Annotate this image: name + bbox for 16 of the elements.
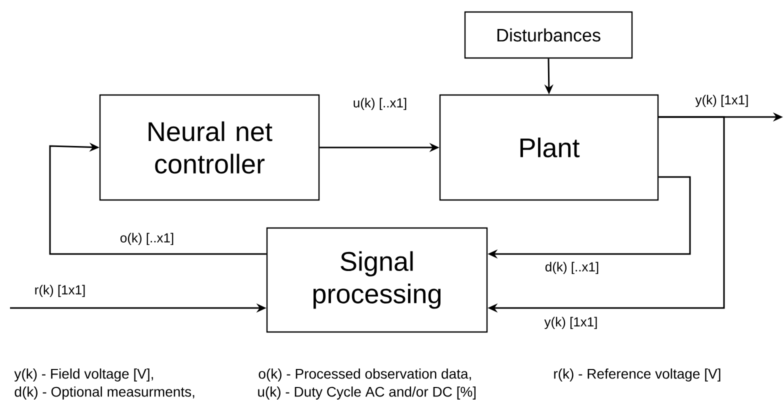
arrow — [49, 142, 266, 255]
edge-label: u(k) [..x1] — [352, 96, 408, 112]
edge-label: r(k) [1x1] — [33, 284, 87, 298]
legend-text: u(k) - Duty Cycle AC and/or DC [%] — [258, 386, 476, 400]
edge-label: d(k) [..x1] — [544, 260, 600, 276]
disturbance-box: Disturbances — [464, 11, 633, 59]
controller-box: Neural net controller — [99, 94, 320, 201]
plant-box: Plant — [439, 94, 659, 201]
legend-text: r(k) - Reference voltage [V] — [554, 368, 720, 382]
legend-text: o(k) - Processed observation data, — [258, 368, 471, 382]
edge-label: o(k) [..x1] — [118, 232, 176, 246]
edge-label: y(k) [1x1] — [694, 94, 750, 108]
edge-label: y(k) [1x1] — [543, 316, 599, 330]
legend-text: d(k) - Optional measurments, — [14, 386, 194, 400]
legend-text: y(k) - Field voltage [V], — [14, 368, 153, 382]
processing-box: Signal processing — [266, 227, 488, 333]
